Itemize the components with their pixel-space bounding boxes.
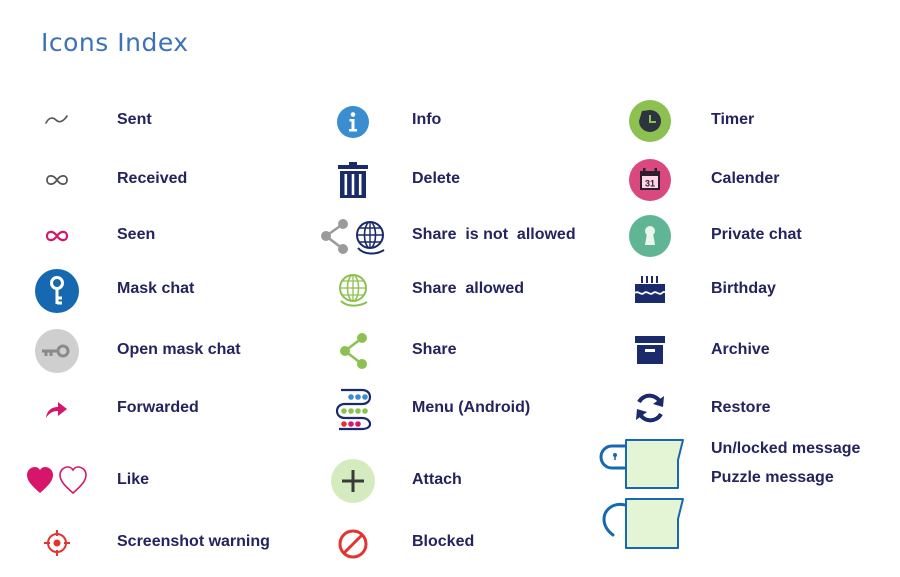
archive-box-icon — [635, 336, 665, 364]
globe-icon — [339, 274, 368, 307]
label-calender: Calender — [711, 170, 780, 187]
label-delete: Delete — [412, 170, 461, 187]
label-seen: Seen — [117, 226, 156, 243]
label-share-not-allowed: Share is not allowed — [412, 226, 576, 243]
label-blocked: Blocked — [412, 533, 475, 550]
birthday-cake-icon — [634, 276, 666, 303]
label-private-chat: Private chat — [711, 226, 802, 243]
label-unlocked-message: Un/locked message — [711, 440, 861, 457]
label-forwarded: Forwarded — [117, 399, 199, 416]
timer-icon — [629, 100, 671, 142]
trash-icon — [338, 162, 368, 198]
blocked-icon — [338, 529, 368, 559]
label-sent: Sent — [117, 111, 152, 128]
label-screenshot-warning: Screenshot warning — [117, 533, 270, 550]
calendar-icon: 31 — [629, 159, 671, 201]
label-like: Like — [117, 471, 150, 488]
info-icon — [337, 106, 369, 138]
label-archive: Archive — [711, 341, 770, 358]
seen-icon — [45, 230, 69, 242]
locked-message-icon — [599, 439, 684, 489]
share-icon — [340, 333, 367, 369]
label-attach: Attach — [412, 471, 462, 488]
forward-arrow-icon — [46, 402, 67, 418]
label-birthday: Birthday — [711, 280, 776, 297]
page-title: Icons Index — [41, 28, 189, 57]
heart-icon — [27, 466, 87, 495]
label-menu-android: Menu (Android) — [412, 399, 531, 416]
crosshair-icon — [44, 530, 70, 556]
label-open-mask-chat: Open mask chat — [117, 341, 241, 358]
label-info: Info — [412, 111, 442, 128]
keyhole-icon — [629, 215, 671, 257]
puzzle-message-icon — [602, 498, 684, 549]
label-share-allowed: Share allowed — [412, 280, 525, 297]
label-share: Share — [412, 341, 457, 358]
received-icon — [46, 174, 68, 186]
restore-icon — [636, 393, 664, 423]
calendar-day-number: 31 — [645, 179, 655, 189]
android-menu-icon — [335, 388, 372, 431]
share-not-allowed-icon — [321, 219, 385, 255]
plus-icon — [331, 459, 375, 503]
mask-chat-key-icon — [35, 269, 79, 313]
sent-icon — [45, 115, 68, 124]
label-timer: Timer — [711, 111, 755, 128]
label-restore: Restore — [711, 399, 771, 416]
label-received: Received — [117, 170, 188, 187]
open-mask-chat-key-icon — [35, 329, 79, 373]
label-puzzle-message: Puzzle message — [711, 469, 834, 486]
label-mask-chat: Mask chat — [117, 280, 195, 297]
